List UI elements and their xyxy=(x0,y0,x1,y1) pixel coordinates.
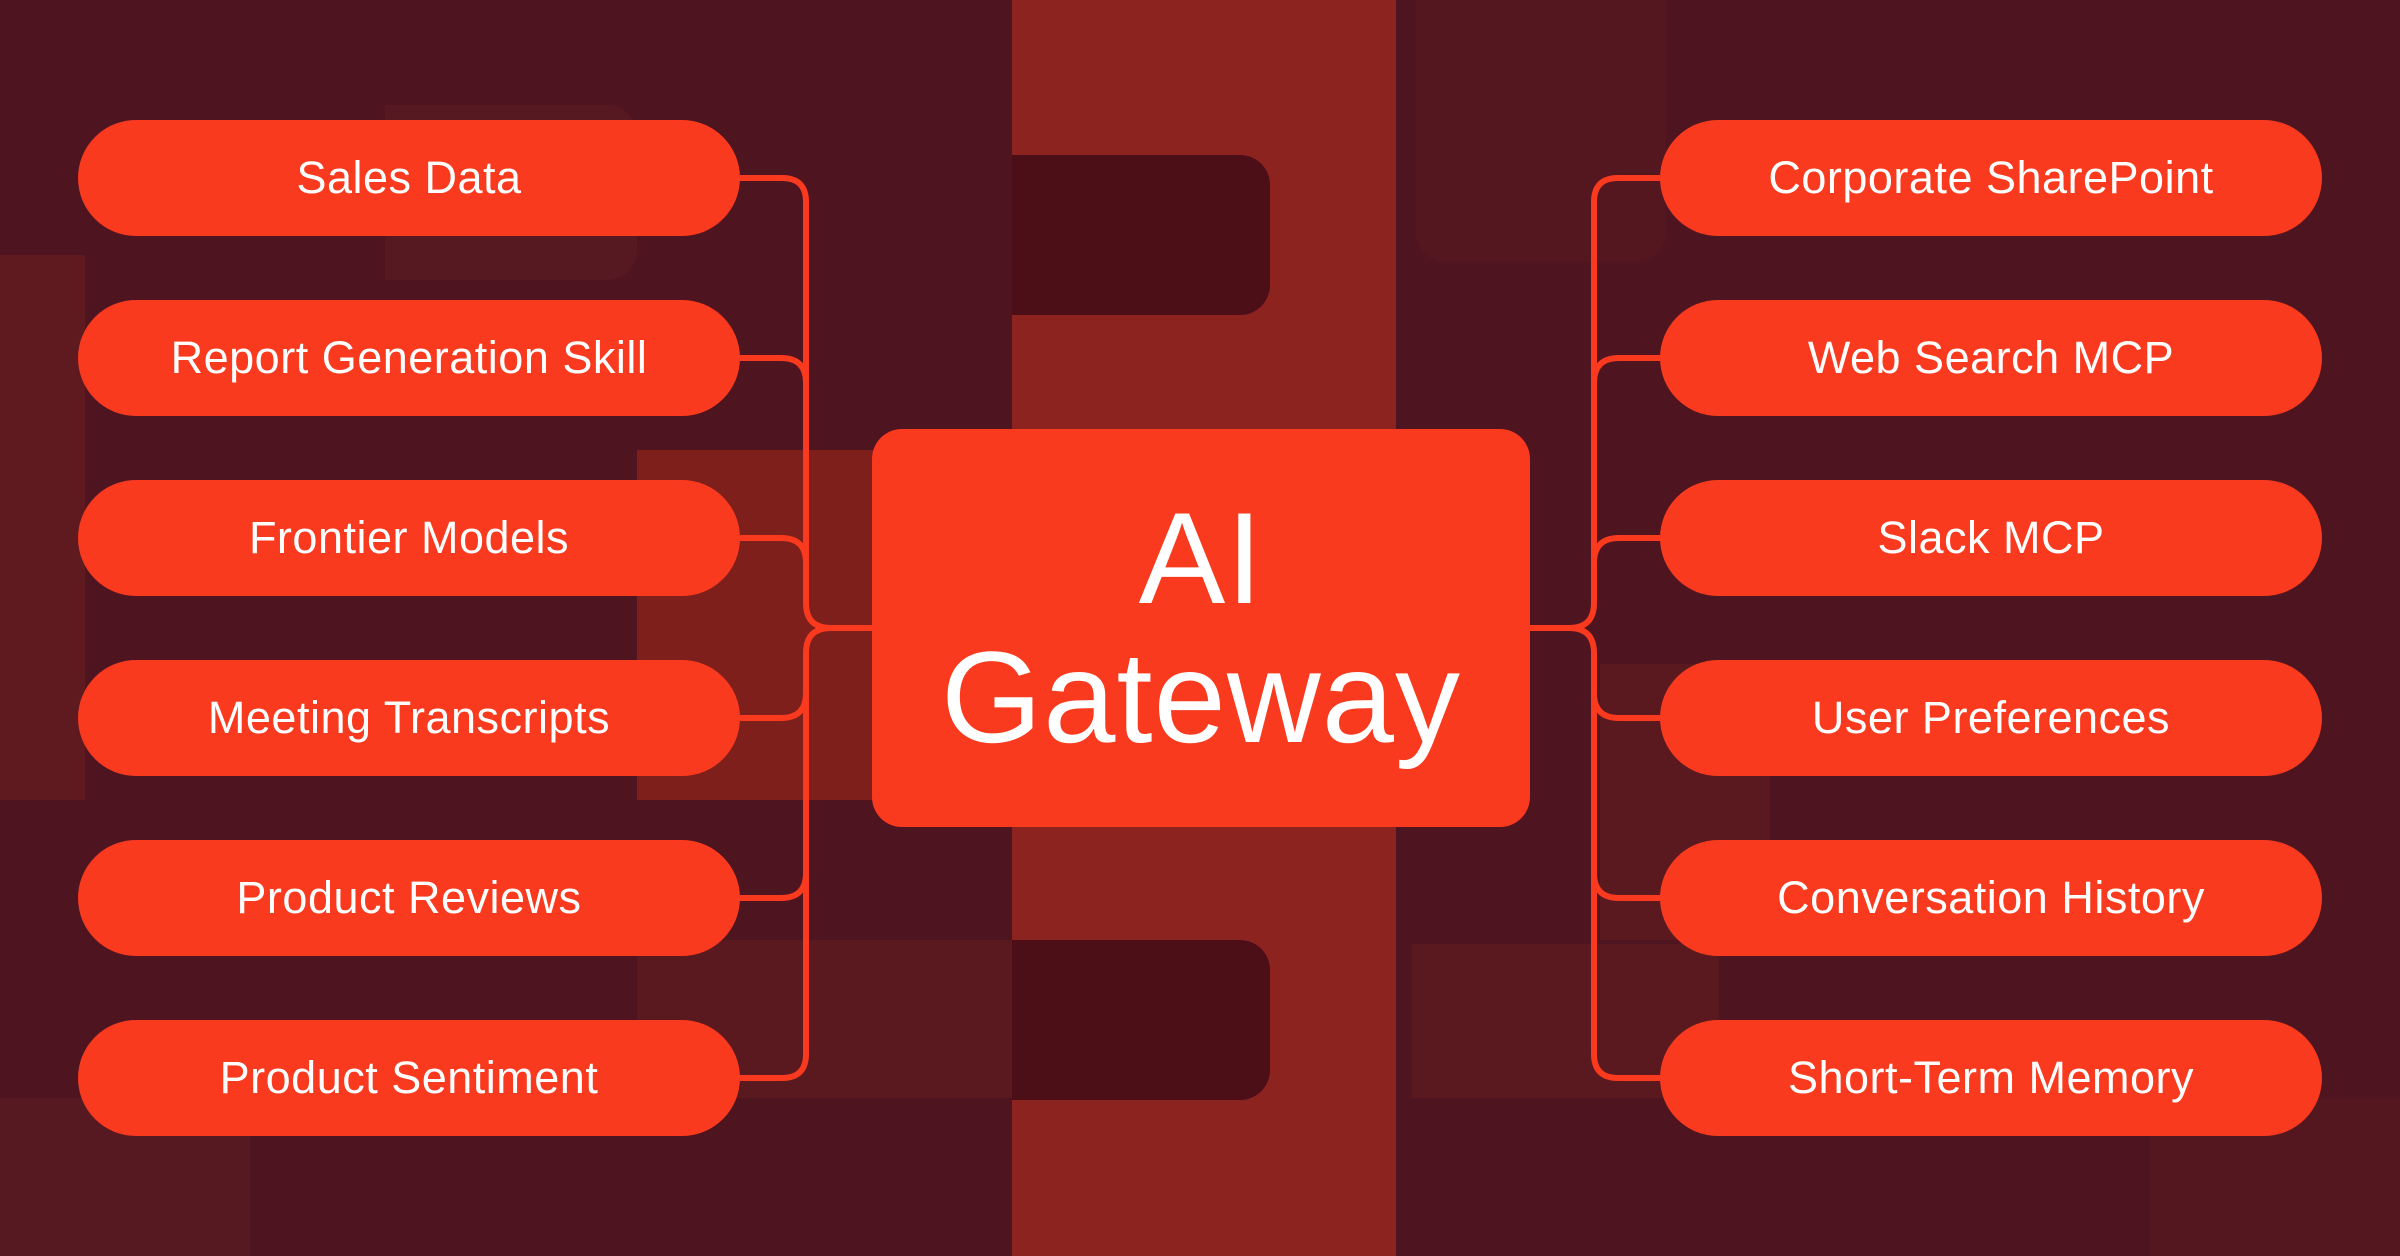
ai-gateway-box: AI Gateway xyxy=(872,429,1530,827)
background-tile xyxy=(1416,0,1666,262)
node-sales-data: Sales Data xyxy=(78,120,740,236)
connector-right-stub-4 xyxy=(1591,690,1663,721)
node-label: Web Search MCP xyxy=(1807,332,2175,383)
node-label: Report Generation Skill xyxy=(170,332,648,383)
node-conversation-history: Conversation History xyxy=(1660,840,2322,956)
node-label: Short-Term Memory xyxy=(1787,1052,2195,1103)
node-label: Conversation History xyxy=(1777,872,2205,923)
connector-right-stub-2 xyxy=(1591,355,1663,386)
connector-right-stub-5 xyxy=(1591,870,1663,901)
gateway-title-line-1: AI xyxy=(1138,484,1264,631)
node-product-sentiment: Product Sentiment xyxy=(78,1020,740,1136)
node-slack-mcp: Slack MCP xyxy=(1660,480,2322,596)
node-label: Product Reviews xyxy=(236,872,582,923)
node-label: User Preferences xyxy=(1811,692,2171,743)
node-label: Corporate SharePoint xyxy=(1768,152,2214,203)
connector-left-stub-2 xyxy=(737,355,809,386)
connector-left-stub-5 xyxy=(737,870,809,901)
connector-left-stub-4 xyxy=(737,690,809,721)
node-label: Frontier Models xyxy=(248,512,570,563)
gateway-title-line-2: Gateway xyxy=(940,624,1462,770)
node-label: Sales Data xyxy=(296,152,522,203)
node-label: Meeting Transcripts xyxy=(207,692,611,743)
background-tile xyxy=(1012,940,1270,1100)
node-user-preferences: User Preferences xyxy=(1660,660,2322,776)
node-corporate-sharepoint: Corporate SharePoint xyxy=(1660,120,2322,236)
node-frontier-models: Frontier Models xyxy=(78,480,740,596)
background-tile xyxy=(1012,155,1270,315)
node-label: Product Sentiment xyxy=(219,1052,599,1103)
background-tile xyxy=(0,255,85,800)
connector-right-bottom-trunk xyxy=(1566,625,1663,1081)
node-label: Slack MCP xyxy=(1877,512,2105,563)
connector-right-stub-3 xyxy=(1591,535,1663,566)
node-web-search-mcp: Web Search MCP xyxy=(1660,300,2322,416)
node-meeting-transcripts: Meeting Transcripts xyxy=(78,660,740,776)
connector-left-stub-3 xyxy=(737,535,809,566)
node-report-generation-skill: Report Generation Skill xyxy=(78,300,740,416)
node-short-term-memory: Short-Term Memory xyxy=(1660,1020,2322,1136)
node-product-reviews: Product Reviews xyxy=(78,840,740,956)
connector-left-bottom-trunk xyxy=(737,625,834,1081)
